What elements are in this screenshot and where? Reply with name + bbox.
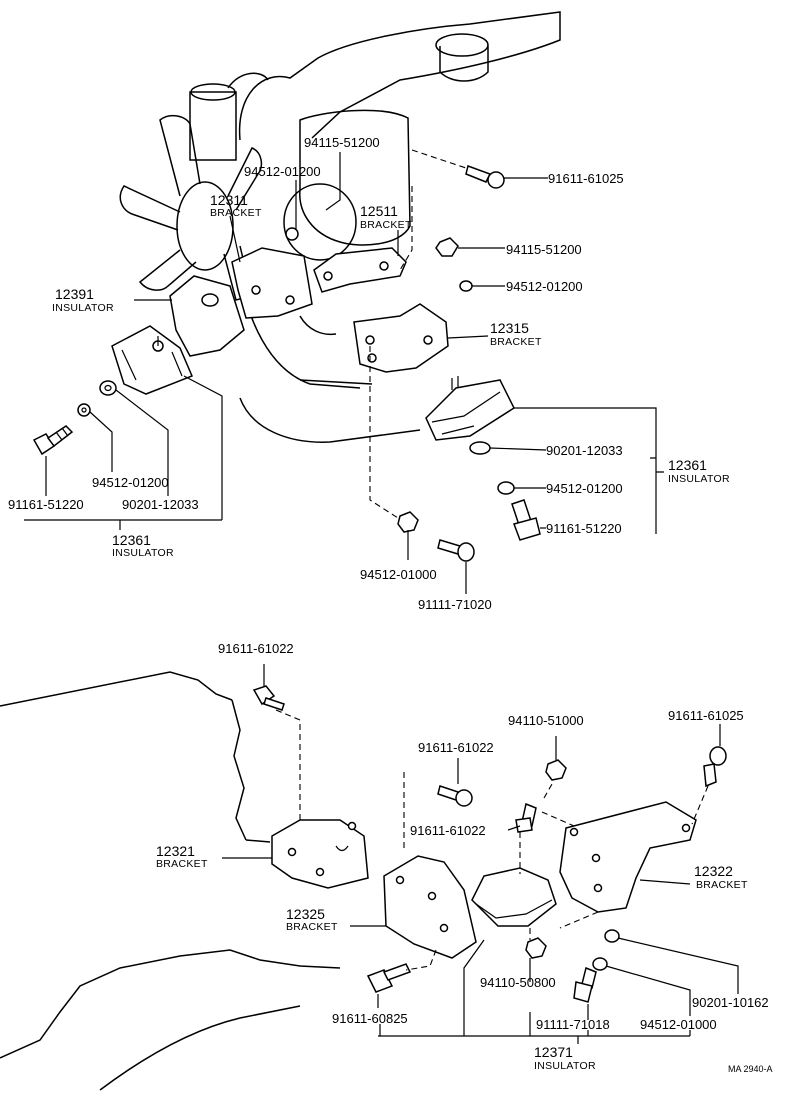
part-name-12511: BRACKET [360,219,412,231]
part-label-91611-61022-c: 91611-61022 [410,823,486,838]
part-number-12311: 12311 [210,192,248,208]
bolt-91611-61025-top [465,165,505,189]
part-name-12361-left: INSULATOR [112,547,174,559]
washer-90201-12033-left [99,380,117,396]
part-label-91611-61022-b: 91611-61022 [418,740,494,755]
part-name-12321: BRACKET [156,858,208,870]
part-name-12371: INSULATOR [534,1060,596,1072]
part-name-12322: BRACKET [696,879,748,891]
part-label-94115-51200: 94115-51200 [304,135,380,150]
nut-94512-01200-left [77,403,91,417]
nut-94110-51000 [545,759,567,781]
bolt-91161-51220-left [32,425,74,456]
part-label-91611-61025: 91611-61025 [548,171,624,186]
bolt-91611-60825 [366,963,412,993]
drawing-code: MA 2940-A [728,1064,773,1074]
bolt-91111-71018 [573,966,597,1003]
part-number-12315: 12315 [490,320,529,336]
nut-94512-01000-bottom [592,957,608,971]
bolt-91611-61025-bottom [703,746,727,788]
part-name-12325: BRACKET [286,921,338,933]
part-label-94110-50800: 94110-50800 [480,975,556,990]
part-label-94512-01000-top: 94512-01000 [360,567,437,582]
bolt-91111-71020 [437,539,475,562]
insulator-12361-right-drawing [425,379,515,441]
bracket-12511-drawing [313,247,407,293]
part-number-12511: 12511 [360,203,398,219]
part-label-94512-01200-left: 94512-01200 [92,475,169,490]
part-name-12391: INSULATOR [52,302,114,314]
bracket-12322-drawing [559,801,697,913]
top-engine-outline [189,11,561,443]
bolt-91611-61022-b [437,785,473,807]
part-label-94512-01000-bottom: 94512-01000 [640,1017,717,1032]
bracket-12311-drawing [231,247,313,319]
bolt-91161-51220-right [511,499,541,541]
part-label-94110-51000: 94110-51000 [508,713,584,728]
part-number-12322: 12322 [694,863,733,879]
part-label-91161-51220-right: 91161-51220 [546,521,622,536]
bolt-91611-61022-a [252,685,285,711]
part-name-12311: BRACKET [210,207,262,219]
insulator-12371-drawing [471,867,557,927]
part-label-90201-10162: 90201-10162 [692,995,769,1010]
washer-90201-10162 [604,929,620,943]
part-label-91161-51220-left: 91161-51220 [8,497,84,512]
insulator-12391-drawing [169,275,245,357]
part-label-91611-61022-a: 91611-61022 [218,641,294,656]
bracket-12315-drawing [353,303,449,373]
part-name-12361-right: INSULATOR [668,473,730,485]
washer-90201-12033-right [469,441,491,455]
nut-94110-50800 [525,937,547,959]
bottom-engine-outline [0,671,341,1091]
part-label-94512-01200-right: 94512-01200 [506,279,583,294]
part-label-94512-01200: 94512-01200 [244,164,321,179]
nut-94512-01200-right-lower [497,481,515,495]
bolt-91611-61022-c [515,802,537,833]
insulator-12361-left-drawing [111,325,193,395]
part-label-91111-71018: 91111-71018 [536,1017,610,1032]
part-number-12321: 12321 [156,843,195,859]
washer-94512-01200-right [459,280,473,292]
part-number-12325: 12325 [286,906,325,922]
bracket-12325-drawing [383,855,477,959]
part-number-12361-left: 12361 [112,532,151,548]
part-label-91111-71020: 91111-71020 [418,597,492,612]
part-label-91611-61025-bottom: 91611-61025 [668,708,744,723]
part-label-90201-12033-left: 90201-12033 [122,497,199,512]
part-number-12361-right: 12361 [668,457,707,473]
nut-94115-51200-right [435,237,459,257]
part-label-94115-51200-right: 94115-51200 [506,242,582,257]
part-label-91611-60825: 91611-60825 [332,1011,408,1026]
nut-94512-01000-top [397,511,419,533]
part-number-12371: 12371 [534,1044,573,1060]
bracket-12321-drawing [271,819,369,889]
part-label-94512-01200-right-lower: 94512-01200 [546,481,623,496]
part-number-12391: 12391 [55,286,94,302]
part-label-90201-12033-right: 90201-12033 [546,443,623,458]
part-name-12315: BRACKET [490,336,542,348]
